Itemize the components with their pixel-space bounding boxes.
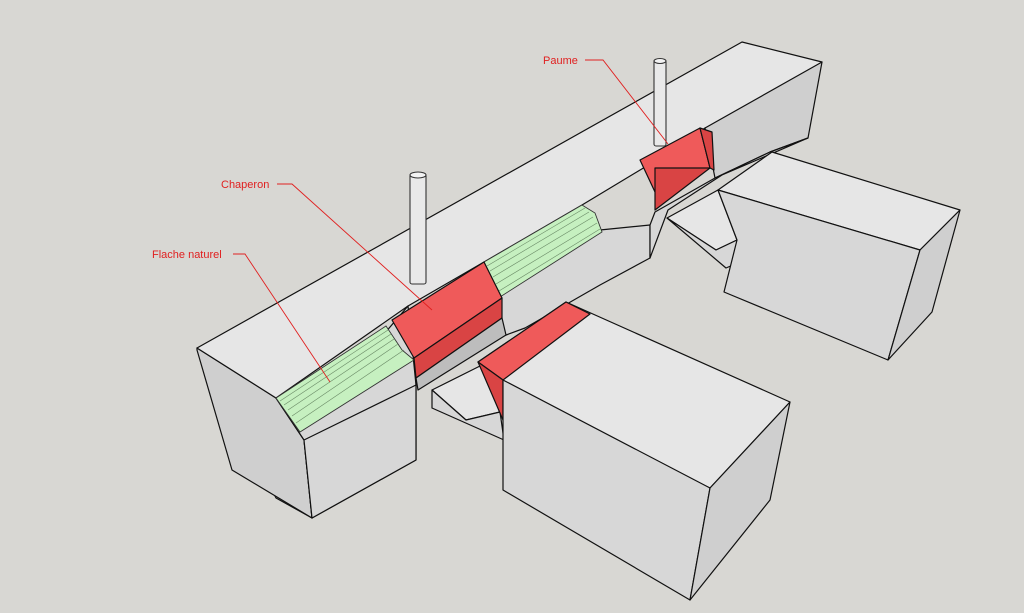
lower-block-side: [689, 401, 791, 601]
chaperon-notch: [415, 317, 507, 391]
chaperon-block: [391, 261, 507, 391]
paume-block: [639, 127, 715, 211]
peg-right: [653, 57, 667, 147]
paume-front: [654, 167, 711, 211]
label-paume: Paume: [543, 55, 578, 67]
callout-chaperon: Chaperon: [221, 179, 433, 311]
beam-front-left: [303, 384, 417, 519]
label-flache-naturel: Flache naturel: [152, 249, 222, 261]
upper-block-front: [717, 189, 921, 361]
beam-front-face-right: [649, 137, 809, 259]
flache-left: [275, 325, 415, 433]
peg-left: [409, 171, 427, 285]
paume-side: [699, 127, 715, 171]
flache-left-surface: [275, 325, 415, 433]
upper-cross-piece: [666, 151, 961, 361]
upper-block-side: [887, 209, 961, 361]
lower-cross-piece: [431, 301, 791, 601]
label-chaperon: Chaperon: [221, 179, 269, 191]
callout-paume: Paume: [543, 55, 669, 145]
lower-tenon-front: [431, 389, 505, 441]
callout-flache: Flache naturel: [152, 249, 331, 383]
